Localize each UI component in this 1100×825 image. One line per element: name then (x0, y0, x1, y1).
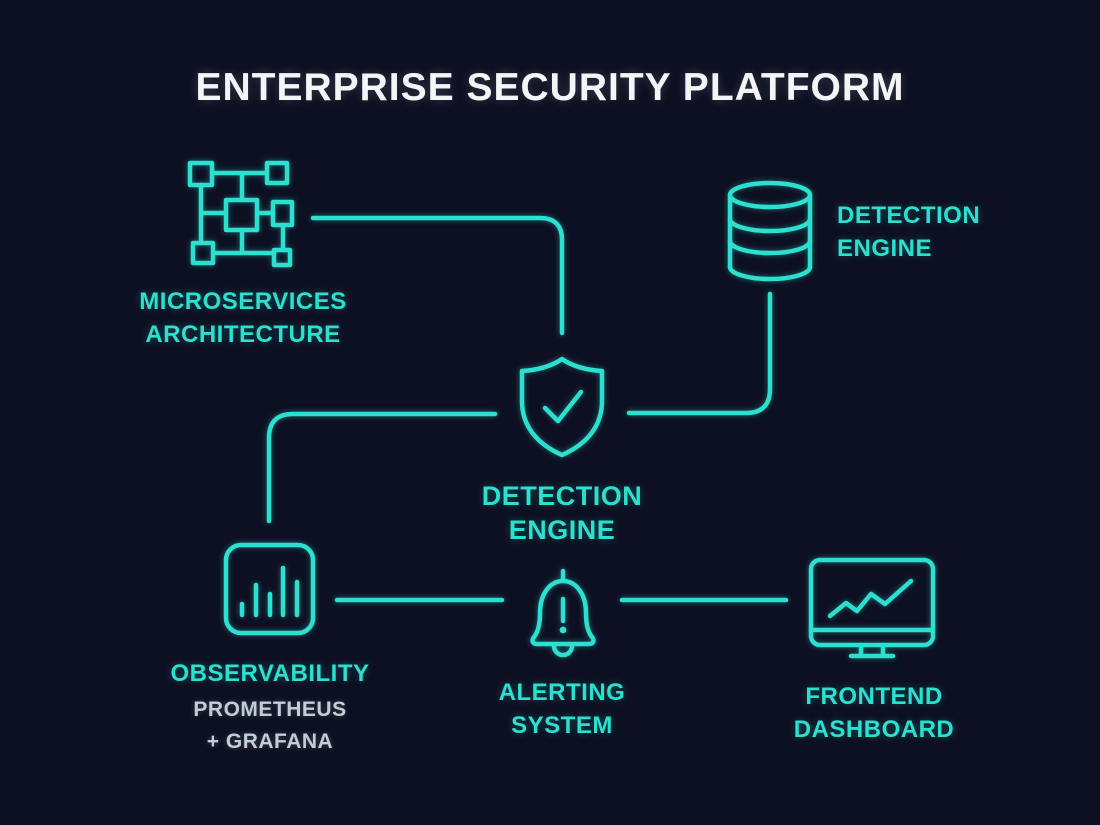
alerting-label-line1: ALERTING (498, 679, 626, 706)
microservices-label: MICROSERVICES ARCHITECTURE (111, 285, 375, 351)
database-label-line1: DETECTION (837, 202, 981, 229)
detection-engine-label: DETECTION ENGINE (430, 479, 694, 547)
monitor-chart-icon (808, 557, 936, 659)
page-title: ENTERPRISE SECURITY PLATFORM (195, 66, 905, 109)
database-label: DETECTION ENGINE (837, 199, 1057, 265)
database-icon (727, 180, 813, 282)
microservices-label-line2: ARCHITECTURE (145, 321, 341, 348)
alert-bell-icon (530, 568, 596, 658)
observability-sublabel-line2: + GRAFANA (206, 730, 334, 753)
alerting-label: ALERTING SYSTEM (430, 676, 694, 742)
frontend-label-line2: DASHBOARD (793, 716, 955, 743)
detection-engine-label-line1: DETECTION (481, 481, 643, 511)
alerting-label-line2: SYSTEM (511, 712, 613, 739)
detection-engine-label-line2: ENGINE (508, 515, 616, 545)
observability-label-line1: OBSERVABILITY (170, 660, 370, 687)
frontend-label-line1: FRONTEND (805, 683, 943, 710)
observability-label: OBSERVABILITY (138, 657, 402, 690)
microservices-label-line1: MICROSERVICES (139, 288, 347, 315)
observability-sublabel-line1: PROMETHEUS (193, 698, 347, 721)
database-label-line2: ENGINE (837, 235, 933, 262)
frontend-label: FRONTEND DASHBOARD (742, 680, 1006, 746)
shield-check-icon (519, 356, 605, 458)
connector-database-to-detection (626, 291, 773, 416)
network-nodes-icon (187, 160, 295, 268)
bar-chart-icon (223, 542, 316, 636)
observability-sublabel: PROMETHEUS + GRAFANA (138, 694, 402, 758)
